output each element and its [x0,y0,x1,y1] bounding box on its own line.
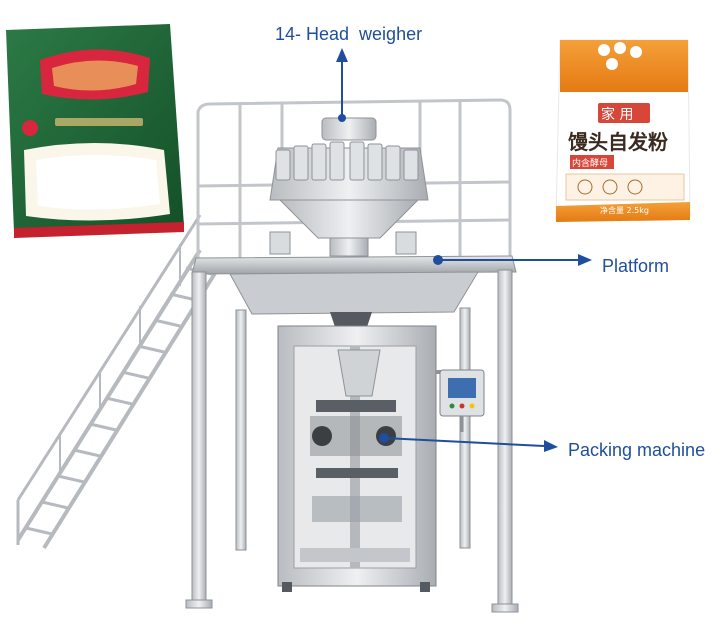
product-bag-orange [555,39,691,222]
packing-machine-body [277,325,437,592]
bag-tag-text: 家 用 [601,107,634,123]
support-frame [185,269,519,613]
multihead-weigher [269,117,429,257]
stairs [16,214,224,550]
annotation-arrows [336,48,592,452]
bag-weight-text: 净含量 2.5kg [600,206,649,215]
bag-badge-text: 内含酵母 [572,159,609,169]
control-panel [436,369,485,432]
bag-product-name: 馒头自发粉 [568,130,668,154]
product-bag-green [6,24,184,238]
label-packing-machine: Packing machine [568,440,706,460]
bag-tag-box [598,103,650,123]
label-platform: Platform [602,256,670,276]
label-weigher: 14- Head weigher [275,24,423,44]
